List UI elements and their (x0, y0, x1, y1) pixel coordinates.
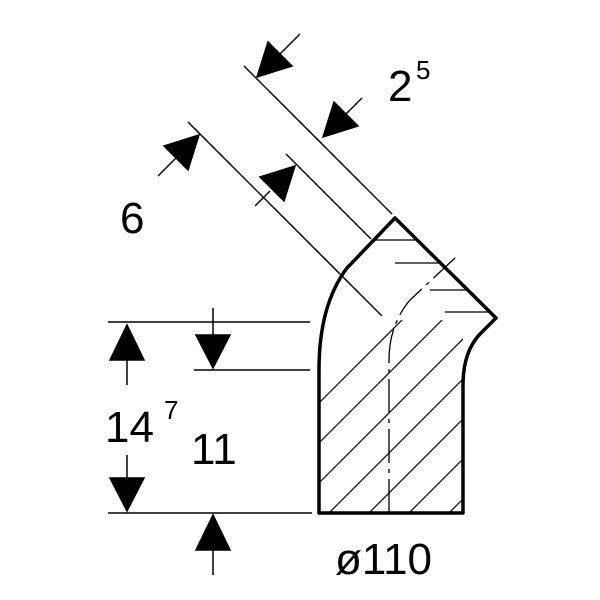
label-diameter: ø110 (335, 535, 432, 584)
hatch-upper (370, 239, 490, 313)
extension-lines (108, 65, 393, 514)
hatch-straight (319, 320, 463, 513)
label-2-5-main: 2 (388, 62, 412, 111)
dimension-14-7 (108, 323, 146, 513)
label-6: 6 (120, 194, 144, 243)
label-11: 11 (191, 425, 237, 474)
pipe-outline (317, 216, 498, 515)
dimension-2-5 (255, 33, 363, 139)
dimension-11 (194, 308, 232, 575)
center-line (388, 257, 456, 513)
dimension-6 (157, 133, 297, 207)
label-14-7-sup: 7 (164, 395, 178, 425)
label-2-5-sup: 5 (416, 55, 430, 85)
label-14-7-main: 14 (105, 403, 154, 452)
